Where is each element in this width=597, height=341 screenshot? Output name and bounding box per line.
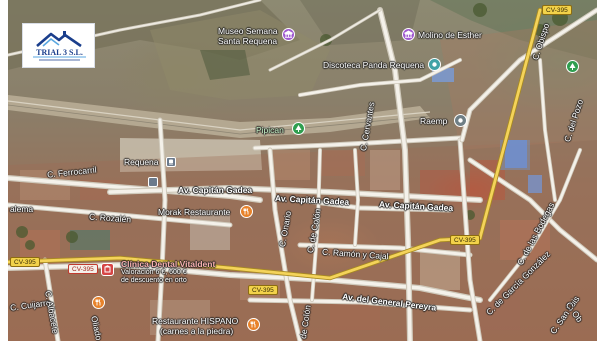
morak-restaurant-pin-icon[interactable] (240, 205, 253, 218)
clinica-pin-icon[interactable] (101, 263, 114, 276)
museum-pin-icon[interactable] (282, 28, 295, 41)
pipican-label: Pipican (256, 125, 284, 135)
discoteca-label: Discoteca Panda Requena (323, 60, 425, 70)
clinica-label-line1: Clínica Dental Vitaldent (121, 259, 216, 269)
molino-pin-icon[interactable] (402, 28, 415, 41)
road-shield-cv395-red: CV-395 (68, 264, 98, 274)
hispano-restaurant-pin-icon[interactable] (247, 318, 260, 331)
road-shield-cv395: CV-395 (10, 257, 40, 267)
museo-label-line1: Museo Semana (218, 26, 278, 36)
museo-label-line2: Santa Requena (218, 36, 278, 46)
molino-label: Molino de Esther (418, 30, 482, 40)
company-logo: TRIAL 3 S.L. (22, 23, 95, 68)
morak-label: Morak Restaurante (158, 207, 231, 217)
pipican-pin-icon[interactable] (292, 122, 305, 135)
road-shield-cv395: CV-395 (248, 285, 278, 295)
hispano-label-line1: Restaurante HISPANO (152, 316, 239, 326)
street-label-alema: alema (10, 204, 34, 214)
street-label-capitan-gadea-1: Av. Capitán Gadea (178, 185, 253, 195)
road-shield-cv395: CV-395 (450, 235, 480, 245)
clinica-label-line2: Valoración 6 €, 600 € (121, 269, 187, 276)
bus-stop-icon[interactable] (148, 177, 158, 187)
logo-text: TRIAL 3 S.L. (36, 48, 83, 57)
clinica-label-line3: de descuento en orto (121, 277, 187, 284)
requena-station-label: Requena (124, 157, 159, 167)
park-pin-icon[interactable] (566, 60, 579, 73)
discoteca-pin-icon[interactable] (428, 58, 441, 71)
house-roof-logo-icon (33, 31, 86, 61)
hispano-label-line2: (carnes a la piedra) (160, 326, 234, 336)
road-shield-cv395: CV-395 (542, 5, 572, 15)
restaurant-pin-icon[interactable] (92, 296, 105, 309)
raemp-pin-icon[interactable] (454, 114, 467, 127)
raemp-label: Raemp (420, 116, 448, 126)
left-edge-strip (0, 0, 8, 341)
train-station-icon[interactable] (166, 157, 176, 167)
